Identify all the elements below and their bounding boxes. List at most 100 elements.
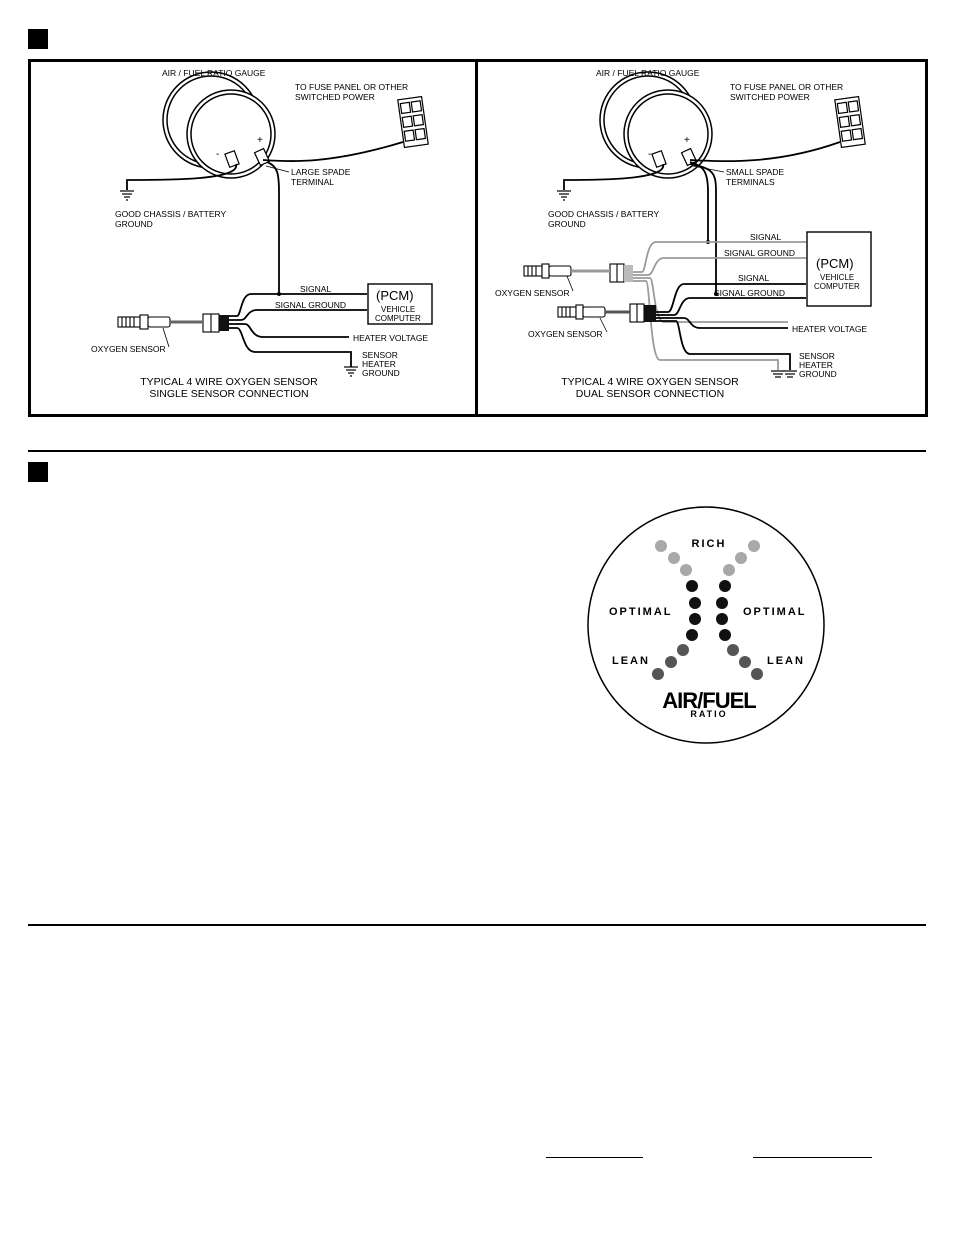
heater-label: HEATER [799,360,833,370]
lean-right-label: LEAN [767,655,805,667]
gauge-label: AIR / FUEL RATIO GAUGE [596,68,700,78]
caption-line-1: TYPICAL 4 WIRE OXYGEN SENSOR [140,376,318,388]
gauge-minus: - [216,149,219,160]
fuse-block [834,95,866,149]
spade-label-1: LARGE SPADE [291,167,351,177]
power-wire [689,141,841,163]
heater-ground-label: GROUND [799,369,837,379]
oxygen-sensor-leader [162,327,170,348]
optimal-right-label: OPTIMAL [743,606,807,618]
pcm-label: (PCM) [816,256,854,271]
caption-line-1: TYPICAL 4 WIRE OXYGEN SENSOR [561,376,739,388]
sensor2-harness [644,305,656,322]
sensor-label: SENSOR [799,351,835,361]
signal-wire [266,161,280,294]
sensor-signal-ground-wire [223,309,367,321]
fuse-label-1: TO FUSE PANEL OR OTHER [295,82,408,92]
section-divider-2 [28,924,926,926]
sensor-label: SENSOR [362,350,398,360]
pcm-computer: COMPUTER [375,314,421,323]
pcm-vehicle: VEHICLE [381,305,415,314]
spade-leader [265,165,290,173]
signature-line-1 [546,1157,643,1158]
chassis-ground-icon [120,190,134,201]
gauge-face-rim [587,506,825,744]
gauge-terminals [651,147,698,169]
sensor1-harness [624,265,633,282]
oxygen-sensor-2-leader [599,317,608,333]
rich-label: RICH [692,538,727,550]
spade-label-2: TERMINALS [726,177,775,187]
wiring-diagram-frame [28,59,928,417]
brand-sub-label: RATIO [690,709,727,719]
oxygen-sensor-1-icon [523,263,625,283]
pcm-computer: COMPUTER [814,282,860,291]
signal-wire-right [689,163,717,294]
pcm-box [367,283,433,325]
chassis-ground-label-2: GROUND [115,219,153,229]
fuse-label-2: SWITCHED POWER [295,92,375,102]
brand-label: AIR/FUEL [662,688,756,713]
heater-ground-wire [223,327,352,367]
sensor-ground-icon [771,370,797,378]
heater-voltage-label: HEATER VOLTAGE [792,324,867,334]
gauge-plus: + [257,135,263,146]
lean-leds [652,644,763,680]
gauge-body [162,71,276,179]
pcm-label: (PCM) [376,288,414,303]
sensor2-signal-ground [656,297,806,316]
heater-label: HEATER [362,359,396,369]
fuse-label-2: SWITCHED POWER [730,92,810,102]
sensor1-signal [633,241,806,273]
oxygen-sensor-icon [117,313,220,333]
gauge-label: AIR / FUEL RATIO GAUGE [162,68,266,78]
signal-label: SIGNAL [300,284,331,294]
panel-divider [475,59,478,417]
spade-label-2: TERMINAL [291,177,334,187]
signal-label-2: SIGNAL [738,273,769,283]
ground-wire [563,163,664,190]
gauge-face-illustration: RICH OPTIMAL OPTIMAL LEAN LEAN AIR/FUEL … [587,506,825,744]
dual-sensor-diagram: + - AIR / FUEL RATIO GAUGE TO FUSE PANEL… [495,68,872,400]
section-marker-1 [28,29,48,49]
heater-voltage-label: HEATER VOLTAGE [353,333,428,343]
sensor1-signal-ground [633,257,806,276]
section-marker-2 [28,462,48,482]
optimal-left-label: OPTIMAL [609,606,673,618]
chassis-ground-label-2: GROUND [548,219,586,229]
section-divider-1 [28,450,926,452]
caption-line-2: DUAL SENSOR CONNECTION [576,388,724,400]
signal-ground-label: SIGNAL GROUND [275,300,346,310]
gauge-plus: + [684,135,690,146]
sensor-signal-wire [223,293,367,317]
caption-line-2: SINGLE SENSOR CONNECTION [149,388,308,400]
oxygen-sensor-2-label: OXYGEN SENSOR [528,329,603,339]
oxygen-sensor-label: OXYGEN SENSOR [91,344,166,354]
chassis-ground-label-1: GOOD CHASSIS / BATTERY [548,209,659,219]
sensor2-signal [656,283,806,313]
rich-leds [655,540,760,576]
pcm-vehicle: VEHICLE [820,273,854,282]
gauge-body [599,71,713,179]
signal-label-1: SIGNAL [750,232,781,242]
sensor2-heater-ground [656,320,791,370]
sensor-ground-icon [344,366,358,377]
ground-wire [126,163,237,190]
oxygen-sensor-1-label: OXYGEN SENSOR [495,288,570,298]
single-sensor-diagram: + - AIR / FUEL RATIO GAUGE TO FUSE PANEL… [91,68,433,400]
signal-wire [689,161,709,242]
pcm-box [806,231,872,307]
signature-line-2 [753,1157,872,1158]
sensor1-heater-voltage [633,277,788,323]
heater-voltage-wire [223,323,349,338]
fuse-block [397,95,429,149]
fuse-label-1: TO FUSE PANEL OR OTHER [730,82,843,92]
signal-ground-label-1: SIGNAL GROUND [724,248,795,258]
sensor1-heater-ground [633,280,779,370]
lean-left-label: LEAN [612,655,650,667]
chassis-ground-label-1: GOOD CHASSIS / BATTERY [115,209,226,219]
gauge-minus: - [648,149,651,160]
gauge-terminals [224,147,271,169]
sensor-harness [219,315,229,331]
spade-label-1: SMALL SPADE [726,167,784,177]
